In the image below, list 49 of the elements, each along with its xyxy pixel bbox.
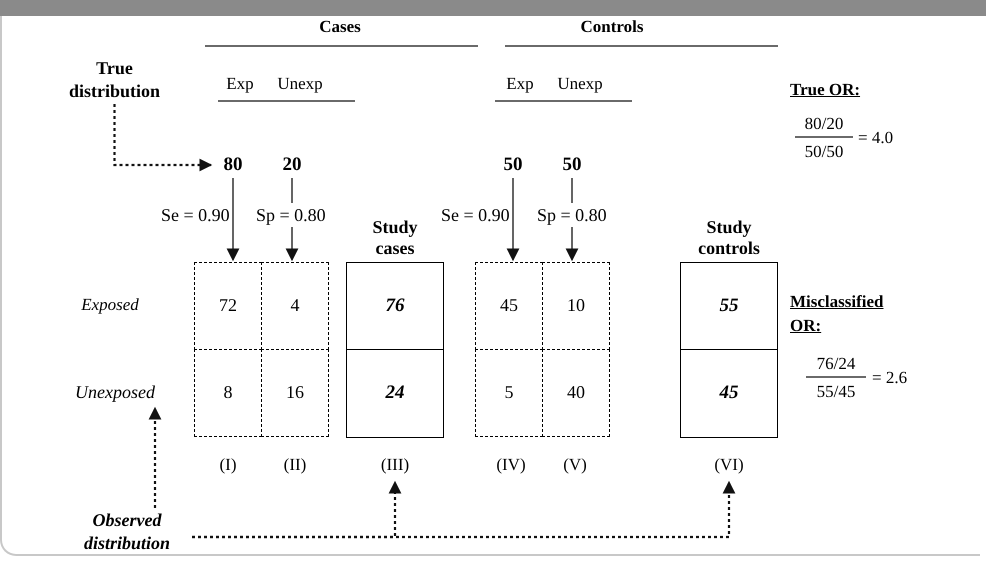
node-text: 50: [493, 152, 533, 178]
column-number: (VI): [714, 455, 744, 475]
fraction-denominator: 55/45: [816, 381, 856, 403]
row-label: Exposed: [80, 294, 140, 316]
edge-label: Sp = 0.80: [255, 203, 327, 227]
dotted-arrow: [148, 406, 162, 508]
column-number: (III): [380, 455, 410, 475]
node-text: 80: [213, 152, 253, 178]
edge-label: Sp = 0.80: [536, 203, 608, 227]
formula-result: = 4.0: [858, 127, 894, 149]
column-label: Unexp: [276, 73, 324, 95]
table-cell: 8: [194, 349, 262, 437]
dotted-arrow: [192, 480, 736, 538]
table-cell: 16: [261, 349, 329, 437]
node-text: True distribution: [52, 56, 177, 104]
table-cell: 72: [194, 262, 262, 350]
arrow: [226, 178, 240, 262]
column-heading: Controls: [580, 16, 644, 38]
column-number: (I): [218, 454, 238, 476]
node-text: 50: [552, 152, 592, 178]
total-cell: 45: [681, 350, 777, 437]
fraction-numerator: 76/24: [816, 353, 856, 375]
table-cell: 45: [475, 262, 543, 350]
column-label: Exp: [225, 73, 255, 95]
table-cell: 10: [542, 262, 610, 350]
column-number: (V): [562, 454, 588, 476]
column-number: (IV): [495, 454, 527, 476]
formula-heading: Misclassified OR:: [790, 291, 884, 337]
column-label: Unexp: [556, 73, 604, 95]
column-number: (II): [282, 454, 308, 476]
table-cell: 4: [261, 262, 329, 350]
total-cell: 76: [347, 263, 443, 350]
arrow: [506, 178, 520, 262]
node-text: Observed distribution: [62, 508, 192, 556]
total-cell: 24: [347, 350, 443, 437]
total-cell: 55: [681, 263, 777, 350]
fraction-denominator: 50/50: [804, 141, 844, 163]
formula-heading: True OR:: [790, 79, 862, 101]
formula-result: = 2.6: [872, 367, 908, 389]
node-text: Unexposed: [60, 380, 170, 406]
table-cell: 5: [475, 349, 543, 437]
table-cell: 40: [542, 349, 610, 437]
box-heading: Study cases: [371, 216, 419, 260]
box-heading: Study controls: [697, 216, 761, 260]
column-heading: Cases: [318, 16, 362, 38]
fraction-numerator: 80/20: [804, 113, 844, 135]
dotted-arrow: [113, 104, 212, 172]
node-text: 20: [272, 152, 312, 178]
column-label: Exp: [505, 73, 535, 95]
